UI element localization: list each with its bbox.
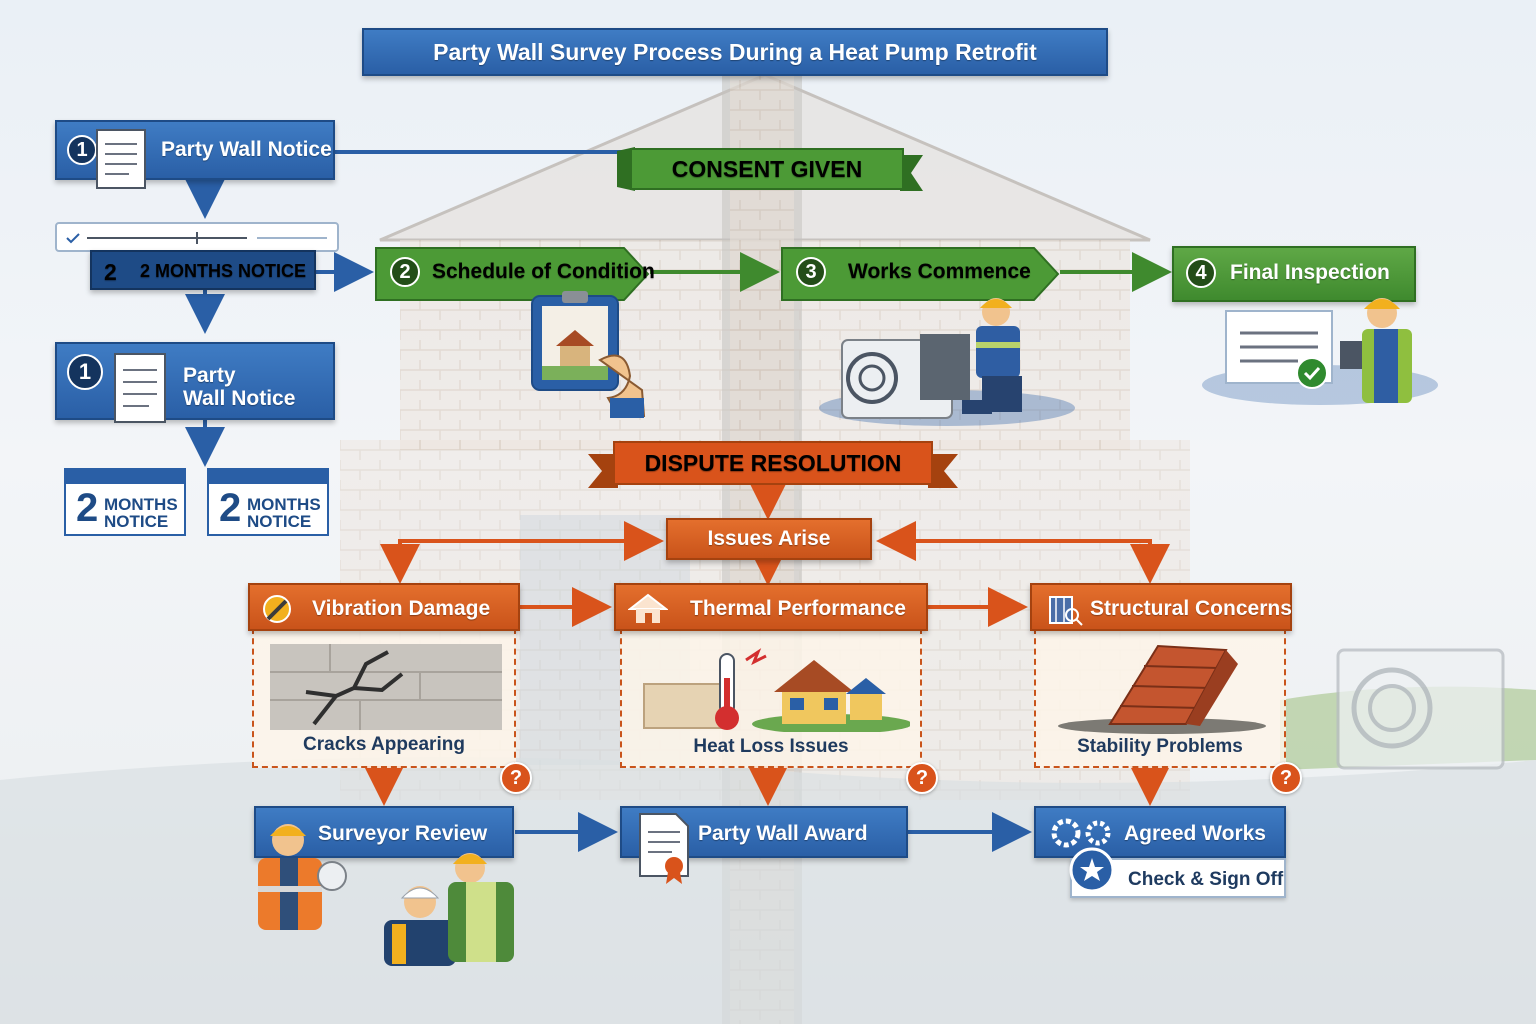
calendar-line-1: MONTHS [247, 495, 321, 514]
clipboard-house-icon [531, 291, 646, 418]
step-arrow-shape [781, 247, 1060, 301]
schedule-of-condition-label: Schedule of Condition [432, 260, 655, 283]
vibration-damage-header: Vibration Damage [248, 583, 520, 631]
house-icon [628, 593, 668, 623]
cracks-appearing-caption: Cracks Appearing [303, 734, 465, 755]
heat-loss-illustration [643, 648, 910, 732]
consent-banner: CONSENT GIVEN [617, 147, 923, 195]
calendar-number: 2 [219, 486, 242, 530]
calendar-number: 2 [76, 486, 99, 530]
structural-concerns-label: Structural Concerns [1090, 597, 1292, 620]
document-icon [111, 352, 169, 426]
inspector-approval-icon [1202, 298, 1438, 405]
notice-progress-strip [55, 222, 339, 252]
technician-installing-heat-pump [819, 298, 1075, 426]
calendar-line-2: NOTICE [247, 512, 312, 531]
approval-star-badge-icon [1069, 847, 1115, 893]
label-line-1: Party [183, 364, 236, 387]
works-commence-label: Works Commence [848, 260, 1031, 283]
award-certificate-icon [639, 813, 689, 884]
final-inspection-step: 4 Final Inspection [1172, 246, 1416, 302]
gears-icon [1051, 818, 1111, 848]
structural-concerns-panel: Stability Problems [1034, 628, 1286, 768]
title-banner: Party Wall Survey Process During a Heat … [362, 28, 1108, 76]
cracked-wall-illustration [270, 644, 502, 730]
two-months-notice-label: 2 MONTHS NOTICE [140, 261, 307, 281]
step-number-badge: 4 [1186, 258, 1216, 288]
schedule-of-condition-step: 2 Schedule of Condition [374, 246, 655, 302]
agreed-works-box: Agreed Works [1034, 806, 1286, 858]
thermal-performance-header: Thermal Performance [614, 583, 928, 631]
party-wall-award-label: Party Wall Award [698, 822, 868, 845]
final-inspection-label: Final Inspection [1230, 261, 1390, 284]
leaning-wall-illustration [1058, 644, 1266, 734]
calendar-icon: 2 MONTHS NOTICE [207, 468, 329, 536]
surveyors-illustration [258, 824, 514, 966]
label-line-2: Wall Notice [183, 387, 296, 410]
dispute-resolution-banner: DISPUTE RESOLUTION [588, 440, 958, 492]
party-wall-notice-label: Party Wall Notice [161, 138, 332, 161]
help-badge-icon[interactable]: ? [1270, 762, 1302, 794]
party-wall-notice-label: Party Wall Notice [183, 364, 295, 410]
step-number-badge: 3 [796, 257, 826, 287]
party-wall-notice-step: 1 Party Wall Notice [55, 120, 335, 189]
thermal-performance-panel: Heat Loss Issues [620, 628, 922, 768]
calendar-text: MONTHS NOTICE [104, 496, 178, 530]
vibration-damage-label: Vibration Damage [312, 597, 491, 620]
calendar-line-1: MONTHS [104, 495, 178, 514]
step-number-badge: 2 [390, 257, 420, 287]
consent-ribbon-shape [617, 147, 923, 191]
structural-concerns-header: Structural Concerns [1030, 583, 1292, 631]
vibration-damage-panel: Cracks Appearing [252, 628, 516, 768]
help-badge-icon[interactable]: ? [500, 762, 532, 794]
calendar-icon: 2 MONTHS NOTICE [64, 468, 186, 536]
stability-problems-caption: Stability Problems [1077, 736, 1243, 757]
check-sign-off-box: Check & Sign Off [1070, 858, 1286, 898]
check-sign-off-label: Check & Sign Off [1128, 869, 1284, 890]
calendar-header [209, 470, 327, 484]
help-badge-icon[interactable]: ? [906, 762, 938, 794]
vibration-tool-icon [263, 595, 291, 623]
issues-arise-box: Issues Arise [666, 518, 872, 560]
dispute-ribbon-shape [588, 441, 958, 488]
step-number: 2 [104, 259, 117, 285]
heat-loss-caption: Heat Loss Issues [693, 736, 849, 757]
issues-arise-label: Issues Arise [707, 527, 831, 550]
party-wall-notice-repeat: 1 Party Wall Notice [55, 342, 335, 423]
step-arrow-shape [375, 247, 650, 301]
calendar-header [66, 470, 184, 484]
consent-label: CONSENT GIVEN [671, 155, 863, 182]
works-commence-step: 3 Works Commence [780, 246, 1060, 302]
calendar-text: MONTHS NOTICE [247, 496, 321, 530]
thermal-performance-label: Thermal Performance [690, 597, 906, 620]
agreed-works-label: Agreed Works [1124, 822, 1266, 845]
surveyor-review-label: Surveyor Review [318, 822, 488, 845]
diagram-title: Party Wall Survey Process During a Heat … [433, 38, 1037, 65]
dispute-resolution-label: DISPUTE RESOLUTION [644, 449, 902, 476]
building-icon [1049, 596, 1083, 626]
two-months-notice-step: 2 2 MONTHS NOTICE [90, 250, 316, 290]
document-icon [93, 128, 149, 192]
step-number-badge: 1 [67, 354, 103, 390]
calendar-line-2: NOTICE [104, 512, 169, 531]
